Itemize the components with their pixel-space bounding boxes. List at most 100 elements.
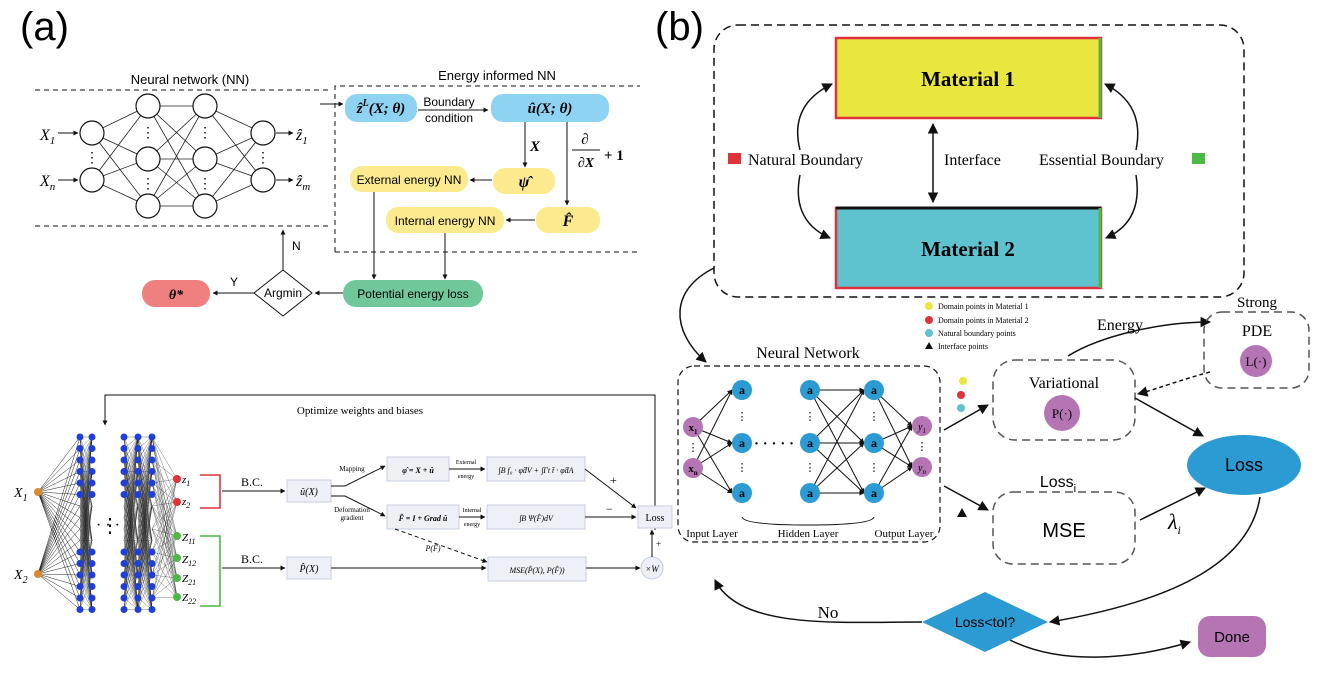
bottom-hidden-node (76, 560, 84, 567)
nn-b-input-label: xn (688, 463, 698, 477)
bottom-nn-edge (123, 436, 139, 564)
loss-i-label: Lossi (1040, 474, 1076, 495)
nn-node (79, 167, 105, 193)
bottom-nn-edge (37, 491, 81, 610)
materials-region (713, 24, 1245, 298)
ext-integral-box (486, 456, 586, 482)
bottom-hidden-node (134, 583, 142, 590)
nn-b-vertical-ellipsis: ⋮ (917, 441, 928, 453)
nn-b-hidden-label: a (807, 383, 813, 397)
bottom-hidden-node (134, 560, 142, 567)
nn-b-hidden-node (864, 433, 884, 453)
nn-b-hidden-label: a (871, 486, 877, 500)
einn-border-top (334, 85, 640, 252)
panel-a-label: (a) (20, 5, 69, 49)
bottom-hidden-node (88, 468, 96, 475)
optimize-feedback-arrow (102, 394, 656, 530)
bottom-nn-edge (123, 436, 139, 541)
bottom-nn-edge (151, 436, 178, 598)
bottom-hidden-node (76, 571, 84, 579)
bottom-nn-edge (151, 574, 178, 598)
bottom-nn-edge (37, 573, 81, 599)
natural-boundary-label: Natural Boundary (748, 152, 863, 169)
bottom-nn-edge (137, 574, 153, 599)
theta-star-label: θ* (169, 288, 184, 303)
bottom-nn-edge (37, 540, 81, 575)
pde-box (1203, 311, 1310, 389)
bottom-hidden-node (148, 606, 156, 613)
bottom-nn-edge (123, 540, 139, 587)
bottom-nn-edge (151, 482, 178, 579)
bottom-nn-edge (37, 448, 81, 493)
bottom-nn-edge (123, 574, 139, 599)
bottom-nn-edge (151, 528, 178, 559)
bottom-output-node (173, 554, 181, 562)
energy-arrow (1067, 316, 1212, 357)
bottom-hidden-node (76, 479, 84, 487)
p-op-label: P(·) (1052, 406, 1072, 421)
nn-b-hidden-label: a (807, 436, 813, 450)
nn-b-hidden-node (732, 433, 752, 453)
bottom-nn-edge (37, 517, 81, 575)
var-dot-cyan (957, 404, 965, 412)
ext-to-loss-arrow (584, 468, 637, 509)
nn-ellipsis: ⋮ (141, 126, 155, 141)
essential-arrow-top (1104, 83, 1139, 151)
bottom-nn-edge (79, 436, 93, 461)
bottom-hidden-node (148, 433, 156, 441)
bottom-hidden-node (88, 491, 96, 498)
bottom-hidden-node (134, 456, 142, 464)
bottom-z1: z1 (181, 474, 190, 488)
nn-b-edge (873, 425, 913, 494)
mse-to-loss-arrow (1139, 487, 1206, 521)
nn-b-output-label: yn (917, 463, 926, 476)
legend-dot-material1 (925, 302, 933, 310)
bottom-nn-edge (123, 436, 139, 599)
u-hat-label: û(X) (300, 487, 318, 498)
bottom-hidden-node (76, 445, 84, 452)
bottom-hidden-node (120, 560, 128, 567)
bottom-hidden-node (148, 456, 156, 464)
bottom-nn-edge (37, 436, 81, 575)
bottom-nn-edge (79, 574, 93, 599)
phi-label: φ̂ = X + û (402, 466, 434, 475)
nn-node (135, 93, 161, 119)
bottom-nn-edge (151, 596, 178, 599)
bottom-nn-edge (151, 551, 178, 559)
nn-b-hidden-node (800, 483, 820, 503)
no-label-b: No (818, 603, 839, 622)
bottom-hidden-node (88, 479, 96, 487)
bottom-nn-edge (151, 551, 178, 598)
nn-b-hidden-node (732, 483, 752, 503)
nn-b-output-node (912, 416, 932, 436)
bottom-hidden-node (88, 594, 96, 602)
no-label-a: N (292, 239, 301, 253)
bottom-hidden-node (120, 594, 128, 602)
internal-energy-box (386, 207, 504, 233)
bottom-nn-edge (151, 459, 178, 503)
bottom-nn-edge (37, 551, 81, 575)
deformation-label-2: gradient (341, 514, 364, 522)
bottom-nn-edge (151, 505, 178, 579)
mse-label-a: MSE(P̂(X), P(F̂)) (508, 565, 564, 575)
essential-boundary-swatch (1192, 153, 1205, 164)
bottom-nn-edge (37, 482, 81, 493)
z-node-label: ẑL(X; θ) (356, 98, 405, 117)
output-layer-label: Output Layer (875, 528, 934, 540)
bottom-hidden-node (88, 571, 96, 579)
variational-box (992, 359, 1136, 441)
bottom-nn-edge (37, 471, 81, 575)
bottom-input-x1: X1 (13, 486, 28, 504)
mse-box-a (487, 556, 587, 582)
nn-b-edge (692, 389, 733, 469)
bottom-hidden-node (88, 433, 96, 441)
boundary-label-1: Boundary (423, 95, 474, 109)
bottom-hidden-node (134, 479, 142, 487)
bottom-nn-edge (137, 574, 153, 610)
mse-label-b: MSE (1042, 520, 1085, 542)
deriv-bottom: ∂X (578, 156, 595, 171)
lambda-label: λi (1167, 509, 1181, 537)
bottom-Z11: Z11 (182, 532, 196, 546)
bottom-nn-edge (79, 436, 93, 553)
